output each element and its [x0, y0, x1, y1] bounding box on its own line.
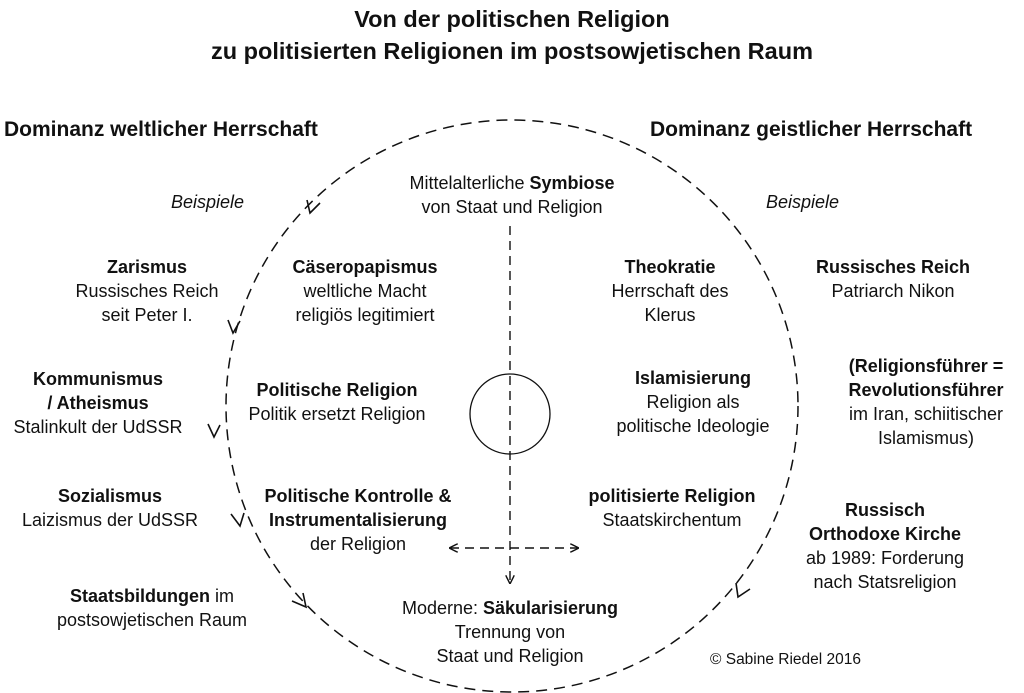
secularisation-line-2: Trennung von [454, 622, 566, 642]
islamisation-heading: Islamisierung [634, 368, 752, 388]
states-keyword: Staatsbildungen [69, 586, 210, 606]
states-block: Staatsbildungen im postsowjetischen Raum [57, 584, 247, 632]
dashed-cycle-circle [225, 119, 799, 693]
political-religion-line-1: Politik ersetzt Religion [248, 404, 426, 424]
socialism-line-1: Laizismus der UdSSR [21, 510, 199, 530]
communism-line-1: Stalinkult der UdSSR [13, 417, 183, 437]
tsarism-block: Zarismus Russisches Reich seit Peter I. [75, 255, 218, 327]
control-line-1: der Religion [309, 534, 407, 554]
political-religion-heading: Politische Religion [256, 380, 418, 400]
empire-line-1: Patriarch Nikon [831, 281, 955, 301]
copyright-note: © Sabine Riedel 2016 [710, 651, 862, 668]
tsarism-line-2: seit Peter I. [101, 305, 193, 325]
communism-block: Kommunismus / Atheismus Stalinkult der U… [13, 367, 182, 439]
orthodox-line-1: ab 1989: Forderung [805, 548, 965, 568]
examples-right: Beispiele [766, 192, 840, 212]
politicized-religion-heading: politisierte Religion [588, 486, 756, 506]
circle-arrowhead-left-upper [227, 319, 241, 335]
orthodox-block: Russisch Orthodoxe Kirche ab 1989: Forde… [806, 498, 964, 594]
control-heading-1: Politische Kontrolle & [264, 486, 452, 506]
empire-heading: Russisches Reich [815, 257, 971, 277]
islamisation-line-2: politische Ideologie [616, 416, 770, 436]
circle-arrowhead-bottom-right [735, 582, 751, 599]
politicized-religion-block: politisierte Religion Staatskirchentum [588, 484, 755, 532]
states-line-2: postsowjetischen Raum [56, 610, 248, 630]
politicized-religion-line-1: Staatskirchentum [602, 510, 742, 530]
tsarism-line-1: Russisches Reich [75, 281, 219, 301]
header-right: Dominanz geistlicher Herrschaft [650, 118, 973, 141]
secularisation-prefix: Moderne: [401, 598, 483, 618]
iran-line-1: im Iran, schiitischer [848, 404, 1004, 424]
iran-line-2: Islamismus) [877, 428, 975, 448]
circle-arrowhead-bottom-left [291, 592, 308, 609]
socialism-heading: Sozialismus [57, 486, 163, 506]
title-line-1: Von der politischen Religion [354, 6, 670, 32]
socialism-block: Sozialismus Laizismus der UdSSR [22, 484, 198, 532]
theocracy-block: Theokratie Herrschaft des Klerus [611, 255, 728, 327]
header-left: Dominanz weltlicher Herrschaft [4, 118, 318, 141]
orthodox-line-2: nach Statsreligion [813, 572, 957, 592]
islamisation-line-1: Religion als [646, 392, 740, 412]
communism-heading-2: / Atheismus [47, 393, 149, 413]
secularisation-keyword: Säkularisierung [482, 598, 619, 618]
orthodox-heading-2: Orthodoxe Kirche [808, 524, 962, 544]
theocracy-line-1: Herrschaft des [611, 281, 729, 301]
tsarism-heading: Zarismus [106, 257, 188, 277]
secularisation-block: Moderne: Säkularisierung Trennung von St… [402, 596, 618, 668]
communism-heading-1: Kommunismus [32, 369, 164, 389]
empire-block: Russisches Reich Patriarch Nikon [816, 255, 970, 303]
secularisation-line-3: Staat und Religion [436, 646, 584, 666]
caesaropapism-line-2: religiös legitimiert [295, 305, 435, 325]
control-block: Politische Kontrolle & Instrumentalisier… [264, 484, 451, 556]
control-heading-2: Instrumentalisierung [268, 510, 448, 530]
orthodox-heading-1: Russisch [844, 500, 926, 520]
symbiosis-block: Mittelalterliche Symbiose von Staat und … [409, 171, 614, 219]
theocracy-line-2: Klerus [644, 305, 696, 325]
caesaropapism-line-1: weltliche Macht [303, 281, 427, 301]
symbiosis-line-2: von Staat und Religion [421, 197, 603, 217]
circle-arrowhead-top-left [306, 199, 321, 215]
iran-heading-1: (Religionsführer = [848, 356, 1004, 376]
states-rest: im [210, 586, 234, 606]
theocracy-heading: Theokratie [624, 257, 716, 277]
examples-left: Beispiele [171, 192, 245, 212]
title-line-2: zu politisierten Religionen im postsowje… [211, 38, 813, 64]
caesaropapism-block: Cäseropapismus weltliche Macht religiös … [292, 255, 437, 327]
iran-block: (Religionsführer = Revolutionsführer im … [848, 354, 1003, 450]
symbiosis-prefix: Mittelalterliche [409, 173, 530, 193]
islamisation-block: Islamisierung Religion als politische Id… [616, 366, 769, 438]
iran-heading-2: Revolutionsführer [848, 380, 1004, 400]
caesaropapism-heading: Cäseropapismus [292, 257, 438, 277]
page-title: Von der politischen Religion zu politisi… [211, 3, 813, 67]
circle-arrowhead-left-middle [207, 423, 221, 439]
political-religion-block: Politische Religion Politik ersetzt Reli… [248, 378, 425, 426]
symbiosis-keyword: Symbiose [529, 173, 615, 193]
circle-arrowhead-left-lower [230, 512, 245, 528]
